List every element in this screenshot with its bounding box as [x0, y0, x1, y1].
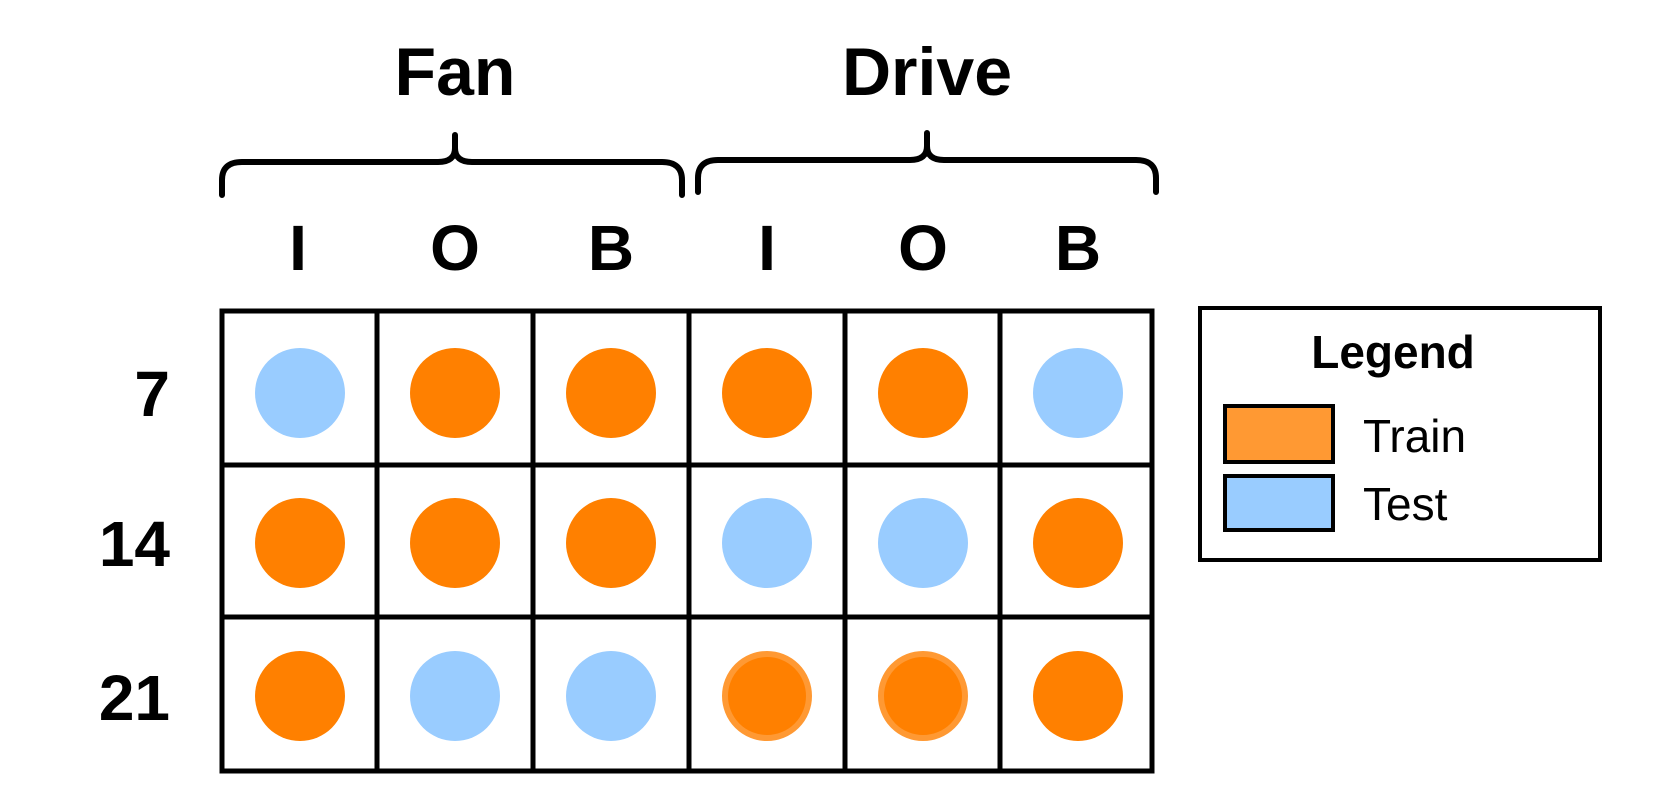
- cell-marker-test: [566, 651, 656, 741]
- cell-marker-train-outlined: [878, 651, 968, 741]
- cell-marker-train: [878, 348, 968, 438]
- cell-marker-train: [1033, 651, 1123, 741]
- cell-marker-test: [722, 498, 812, 588]
- column-label: O: [898, 212, 948, 284]
- column-label: O: [430, 212, 480, 284]
- cell-marker-test: [1033, 348, 1123, 438]
- group-label-fan: Fan: [395, 34, 516, 110]
- cell-marker-train-outlined: [722, 651, 812, 741]
- column-label: B: [1055, 212, 1101, 284]
- group-label-drive: Drive: [842, 34, 1012, 110]
- cell-marker-train: [566, 498, 656, 588]
- row-label: 14: [99, 508, 171, 580]
- legend-label-test: Test: [1363, 478, 1448, 530]
- cell-marker-test: [410, 651, 500, 741]
- fan-brace: [219, 132, 685, 198]
- cell-markers: [255, 348, 1123, 741]
- cell-marker-train: [566, 348, 656, 438]
- cell-marker-train: [410, 498, 500, 588]
- column-label: I: [758, 212, 776, 284]
- cell-marker-test: [255, 348, 345, 438]
- cell-marker-test: [878, 498, 968, 588]
- cell-marker-train: [255, 651, 345, 741]
- row-label: 21: [99, 662, 170, 734]
- legend-title: Legend: [1311, 326, 1475, 378]
- cell-marker-train: [722, 348, 812, 438]
- cell-marker-train: [1033, 498, 1123, 588]
- column-label: I: [289, 212, 307, 284]
- column-label: B: [588, 212, 634, 284]
- grid: [219, 308, 1155, 774]
- legend: Legend Train Test: [1198, 306, 1602, 562]
- legend-swatch-train: [1223, 404, 1335, 464]
- legend-swatch-test: [1223, 474, 1335, 532]
- cell-marker-train: [255, 498, 345, 588]
- drive-brace: [695, 130, 1159, 195]
- cell-marker-train: [410, 348, 500, 438]
- row-label: 7: [134, 358, 170, 430]
- legend-label-train: Train: [1363, 410, 1466, 462]
